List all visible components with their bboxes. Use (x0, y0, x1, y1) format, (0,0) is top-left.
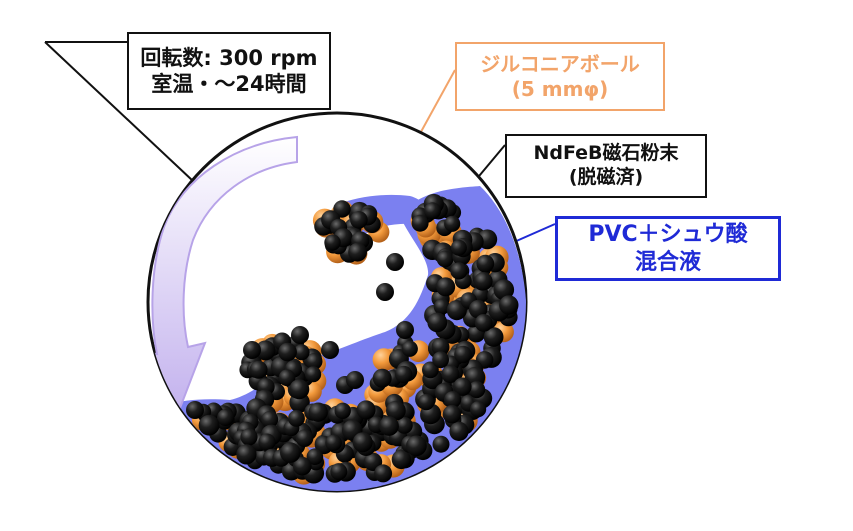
ndfeb-powder-particle (198, 414, 220, 436)
zirconia-ball-name: ジルコニアボール (480, 51, 640, 76)
time-temperature-text: 室温・～24時間 (151, 72, 307, 96)
ndfeb-powder-particle (278, 342, 297, 362)
milling-media (186, 193, 519, 485)
ndfeb-powder-particle (261, 411, 279, 428)
ndfeb-powder-particle (499, 295, 519, 315)
ndfeb-powder-particle (436, 250, 454, 268)
ndfeb-powder-particle (424, 202, 442, 220)
ndfeb-powder-particle (396, 417, 413, 434)
ndfeb-powder-particle (444, 215, 461, 232)
ndfeb-powder-particle (186, 401, 204, 419)
ndfeb-powder-particle (468, 299, 488, 319)
ndfeb-powder-particle (295, 429, 314, 448)
ndfeb-powder-particle (427, 312, 448, 333)
ndfeb-powder-particle (374, 464, 393, 483)
ndfeb-powder-particle (379, 416, 399, 436)
ndfeb-powder-particle (422, 361, 439, 379)
ndfeb-powder-particle (468, 381, 486, 399)
pvc-mixture-name: PVC＋シュウ酸 (588, 222, 748, 247)
ndfeb-powder-particle (442, 405, 462, 424)
zirconia-ball (372, 348, 396, 372)
ndfeb-powder-particle (450, 262, 468, 280)
milling-conditions-label: 回転数: 300 rpm 室温・～24時間 (127, 32, 331, 110)
ndfeb-powder-particle (432, 435, 450, 453)
pvc-mixture-label: PVC＋シュウ酸 混合液 (555, 216, 781, 281)
ndfeb-powder-particle (330, 463, 348, 481)
ndfeb-powder-particle (436, 277, 456, 297)
ndfeb-powder-particle (324, 234, 341, 251)
leader-line-conditions-diag (44, 41, 194, 182)
ndfeb-powder-particle (418, 393, 435, 411)
ndfeb-powder-particle (411, 214, 429, 232)
pvc-mixture-suffix: 混合液 (634, 249, 701, 275)
ndfeb-powder-label: NdFeB磁石粉末 (脱磁済) (505, 134, 707, 198)
ndfeb-powder-particle (356, 400, 376, 420)
ndfeb-powder-particle (346, 371, 364, 389)
ndfeb-powder-particle (401, 340, 418, 357)
ndfeb-powder-particle (348, 242, 367, 262)
ndfeb-powder-particle (305, 353, 323, 370)
ndfeb-powder-particle (291, 326, 309, 344)
ndfeb-powder-particle (454, 345, 472, 364)
ndfeb-powder-particle (433, 298, 450, 315)
ndfeb-powder-particle (280, 442, 301, 463)
ndfeb-powder-particle (396, 321, 414, 339)
ndfeb-powder-particle (449, 421, 469, 441)
ndfeb-powder-particle (453, 377, 472, 396)
ndfeb-powder-particle (432, 351, 449, 369)
ndfeb-powder-particle (431, 338, 450, 356)
ndfeb-powder-particle (217, 409, 235, 426)
rotation-speed-text: 回転数: 300 rpm (140, 45, 318, 70)
ndfeb-powder-particle (293, 456, 312, 476)
ndfeb-powder-particle (308, 402, 328, 422)
ndfeb-powder-particle (321, 341, 339, 359)
ndfeb-powder-name: NdFeB磁石粉末 (533, 142, 679, 165)
ndfeb-powder-particle (258, 433, 276, 451)
zirconia-ball-size: (5 mmφ) (511, 76, 609, 101)
ndfeb-powder-particle (474, 314, 493, 332)
ndfeb-powder-particle (386, 253, 404, 271)
ndfeb-powder-particle (249, 360, 268, 379)
ndfeb-powder-particle (376, 283, 394, 301)
ndfeb-powder-state: (脱磁済) (568, 166, 644, 188)
ndfeb-powder-particle (325, 434, 342, 452)
ndfeb-powder-particle (470, 401, 487, 418)
ndfeb-powder-particle (483, 327, 504, 347)
rotation-arrow-icon (148, 135, 298, 411)
ndfeb-powder-particle (243, 341, 261, 359)
ndfeb-powder-particle (476, 254, 495, 273)
ndfeb-powder-particle (352, 432, 373, 453)
ndfeb-powder-particle (350, 211, 368, 229)
ndfeb-powder-particle (255, 340, 276, 361)
ndfeb-powder-particle (406, 435, 427, 457)
ndfeb-powder-particle (240, 428, 258, 446)
ndfeb-powder-particle (306, 448, 324, 466)
ndfeb-powder-particle (293, 344, 310, 361)
ndfeb-powder-particle (474, 272, 493, 291)
ndfeb-powder-particle (391, 449, 412, 470)
ndfeb-powder-particle (305, 366, 322, 383)
ndfeb-powder-particle (493, 279, 515, 301)
ndfeb-powder-particle (450, 239, 467, 256)
ndfeb-powder-particle (334, 402, 351, 419)
ndfeb-powder-particle (395, 365, 413, 384)
ndfeb-powder-particle (372, 368, 392, 388)
ndfeb-powder-particle (288, 410, 305, 427)
ndfeb-powder-particle (386, 400, 406, 421)
ndfeb-powder-particle (278, 369, 296, 387)
ndfeb-powder-particle (444, 391, 462, 409)
ndfeb-powder-particle (289, 379, 310, 400)
ndfeb-powder-particle (441, 365, 460, 384)
zirconia-ball-label: ジルコニアボール (5 mmφ) (455, 42, 665, 111)
ndfeb-powder-particle (236, 444, 257, 465)
